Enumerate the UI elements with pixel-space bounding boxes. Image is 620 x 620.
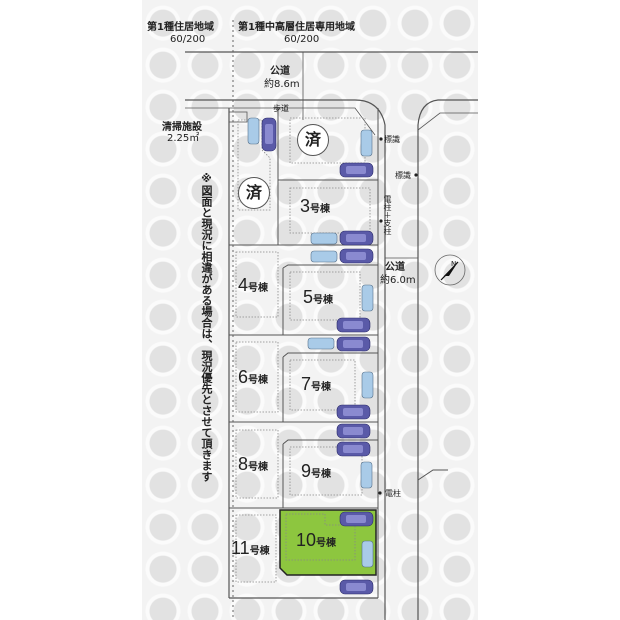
site-plan-lines [185,20,478,620]
north-road-width: 約8.6m [264,79,300,90]
sign-label-2: 標識 [395,171,411,180]
lot-7[interactable]: 7号棟 [301,374,332,394]
site-plan-map: 第1種住居地域 60/200 第1種中高層住居専用地域 60/200 公道 約8… [142,0,478,620]
zoning-left-name: 第1種住居地域 [147,22,214,33]
facility-area: 2.25㎡ [167,133,200,144]
lot-9[interactable]: 9号棟 [301,461,332,481]
north-road-label: 公道 [270,66,290,77]
lot-5[interactable]: 5号棟 [303,287,334,307]
pole-support-label: 電柱＋支柱 [383,195,392,235]
sidewalk-label: 歩道 [273,104,289,113]
zoning-left-ratio: 60/200 [170,34,206,45]
compass-north-label: N [451,260,457,268]
lot-11[interactable]: 11号棟 [231,538,270,558]
sign-label-1: 標識 [384,135,400,144]
lot-3[interactable]: 3号棟 [300,196,331,216]
lot-sold-a[interactable]: 済 [297,124,329,156]
east-road-label: 公道 [385,262,405,273]
lot-8[interactable]: 8号棟 [238,454,269,474]
disclaimer-note: ※図面と現況に相違がある場合は、現況優先とさせて頂きます [200,172,213,482]
lot-4[interactable]: 4号棟 [238,275,269,295]
lot-sold-b[interactable]: 済 [238,177,270,209]
zoning-right-ratio: 60/200 [284,34,320,45]
lot-6[interactable]: 6号棟 [238,367,269,387]
east-road-width: 約6.0m [380,275,416,286]
zoning-right-name: 第1種中高層住居専用地域 [238,22,355,33]
compass-icon [434,254,466,286]
lot-10[interactable]: 10号棟 [296,530,337,550]
pole-label: 電柱 [385,489,401,498]
facility-name: 清掃施設 [162,122,202,133]
